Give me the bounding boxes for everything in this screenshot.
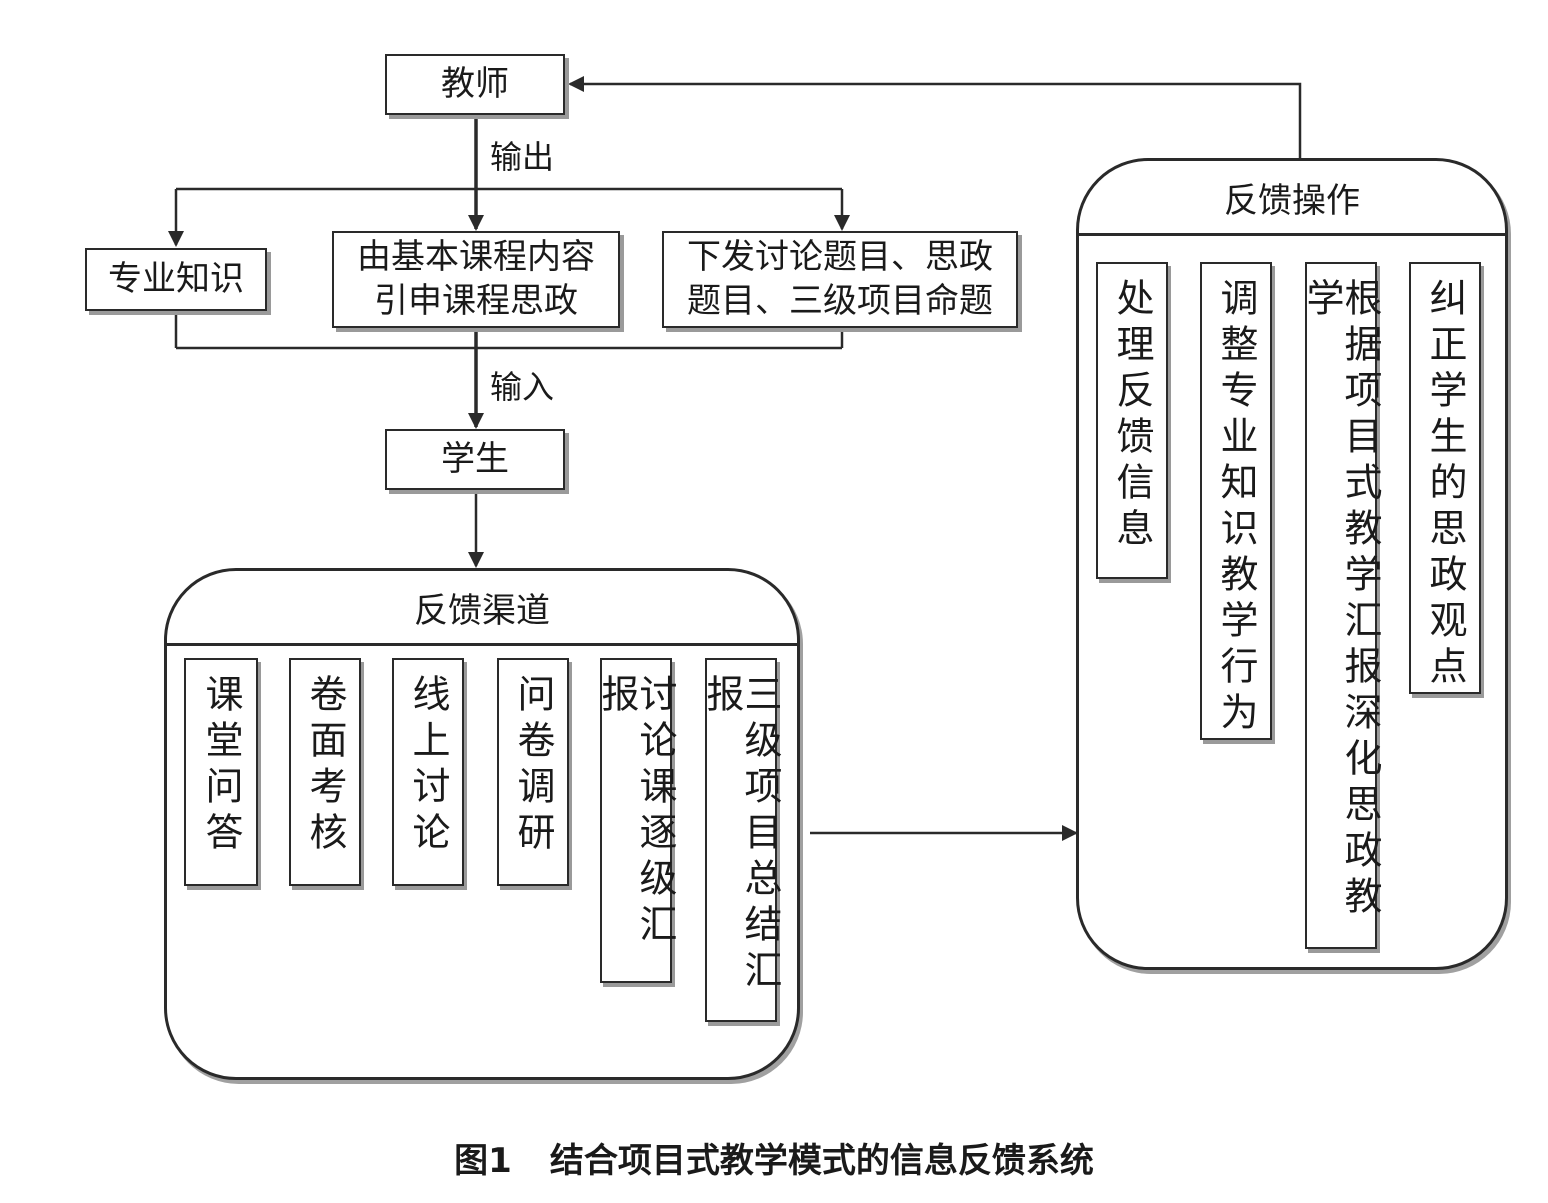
teacher-node: 教师 xyxy=(385,54,565,115)
channel-item: 讨论课逐级汇报 xyxy=(595,658,677,983)
channel-item: 线上讨论 xyxy=(392,658,464,886)
channel-item: 卷面考核 xyxy=(289,658,361,886)
input-label: 输入 xyxy=(490,368,555,406)
figure-caption: 图1 结合项目式教学模式的信息反馈系统 xyxy=(0,1133,1548,1182)
channel-item-label: 线上讨论 xyxy=(406,674,450,858)
course-content-node: 由基本课程内容 引申课程思政 xyxy=(332,231,620,328)
operation-item-label: 根据项目式教学汇报深化思政教学 xyxy=(1300,278,1382,922)
course-content-label: 由基本课程内容 引申课程思政 xyxy=(357,236,595,321)
channel-item: 问卷调研 xyxy=(497,658,569,886)
channel-item: 三级项目总结汇报 xyxy=(700,658,782,1022)
edge-operations-to-teacher xyxy=(568,76,1302,158)
feedback-channels-header: 反馈渠道 xyxy=(167,571,797,646)
professional-knowledge-label: 专业知识 xyxy=(108,258,244,299)
channel-item-label: 三级项目总结汇报 xyxy=(700,674,782,996)
operation-item: 处理反馈信息 xyxy=(1096,262,1168,579)
student-node: 学生 xyxy=(385,429,565,490)
operation-item: 调整专业知识教学行为 xyxy=(1200,262,1272,740)
operation-item: 纠正学生的思政观点 xyxy=(1409,262,1481,694)
feedback-channels-panel: 反馈渠道 xyxy=(164,568,800,1080)
operation-item-label: 调整专业知识教学行为 xyxy=(1214,278,1258,738)
figure-caption-text: 结合项目式教学模式的信息反馈系统 xyxy=(549,1141,1094,1181)
operation-item: 根据项目式教学汇报深化思政教学 xyxy=(1300,262,1382,949)
feedback-operations-title: 反馈操作 xyxy=(1224,180,1360,221)
operation-item-label: 处理反馈信息 xyxy=(1110,278,1154,554)
professional-knowledge-node: 专业知识 xyxy=(85,248,267,311)
teacher-label: 教师 xyxy=(441,63,509,104)
assign-topics-node: 下发讨论题目、思政 题目、三级项目命题 xyxy=(662,231,1018,328)
output-label: 输出 xyxy=(490,138,555,176)
assign-topics-label: 下发讨论题目、思政 题目、三级项目命题 xyxy=(687,236,993,321)
student-label: 学生 xyxy=(441,438,509,479)
feedback-operations-header: 反馈操作 xyxy=(1079,161,1505,236)
figure-number: 图1 xyxy=(454,1141,512,1181)
channel-item-label: 问卷调研 xyxy=(511,674,555,858)
channel-item-label: 卷面考核 xyxy=(303,674,347,858)
channel-item-label: 课堂问答 xyxy=(199,674,243,858)
channel-item-label: 讨论课逐级汇报 xyxy=(595,674,677,950)
operation-item-label: 纠正学生的思政观点 xyxy=(1423,278,1467,692)
feedback-channels-title: 反馈渠道 xyxy=(414,590,550,631)
channel-item: 课堂问答 xyxy=(184,658,258,886)
